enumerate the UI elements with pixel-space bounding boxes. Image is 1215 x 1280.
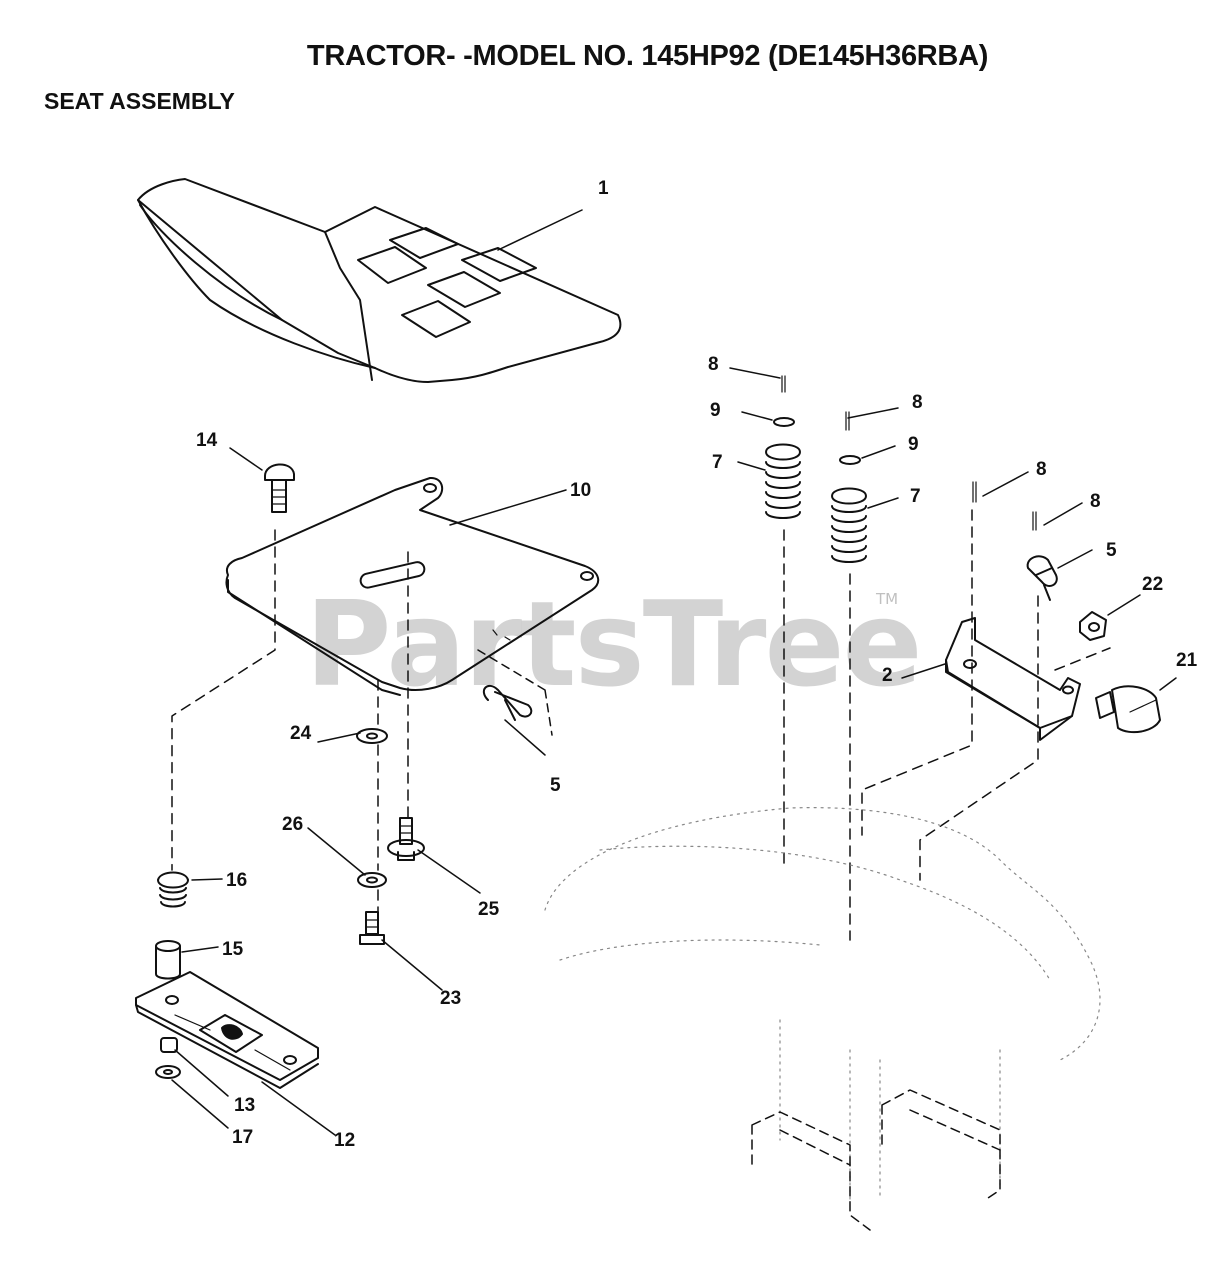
callout-7-a: 7 (712, 452, 723, 473)
clip-part-left (477, 649, 553, 756)
pin-part-8 (972, 471, 1083, 531)
callout-5-right: 5 (1106, 540, 1117, 561)
callout-12: 12 (334, 1130, 355, 1151)
spring-part-16 (157, 871, 223, 908)
callout-16: 16 (226, 870, 247, 891)
callout-23: 23 (440, 988, 461, 1009)
frame-stand (751, 1089, 1001, 1231)
seat-part (137, 178, 622, 383)
washer-part-26 (307, 827, 387, 888)
callout-13: 13 (234, 1095, 255, 1116)
callout-10: 10 (570, 480, 591, 501)
spacer-part-15 (155, 940, 219, 980)
callout-5-left: 5 (550, 775, 561, 796)
section-title: SEAT ASSEMBLY (44, 88, 235, 114)
callout-22: 22 (1142, 574, 1163, 595)
washer-part-24 (317, 728, 388, 744)
callout-24: 24 (290, 723, 312, 744)
mount-bracket-part (135, 971, 336, 1136)
callout-8-b: 8 (912, 392, 923, 413)
callout-8-c: 8 (1036, 459, 1047, 480)
bolt-part-25 (387, 817, 481, 894)
callout-8-a: 8 (708, 354, 719, 375)
watermark-trademark: TM (876, 590, 899, 608)
nut-washer-part (155, 1037, 229, 1129)
alignment-lines (171, 509, 1111, 941)
callout-21: 21 (1176, 650, 1198, 671)
nut-part-22 (1079, 594, 1141, 641)
callout-15: 15 (222, 939, 244, 960)
seat-pan-part (225, 476, 600, 696)
callout-8-d: 8 (1090, 491, 1101, 512)
bolt-part-23 (359, 911, 443, 991)
callout-7-b: 7 (910, 486, 921, 507)
callout-25: 25 (478, 899, 500, 920)
tractor-body-outline (544, 807, 1101, 1201)
callout-9-a: 9 (710, 400, 721, 421)
callout-14: 14 (196, 430, 218, 451)
knob-part-21 (1095, 677, 1177, 734)
callout-2: 2 (882, 665, 893, 686)
carriage-bolt-part (229, 447, 295, 513)
callout-9-b: 9 (908, 434, 919, 455)
spring-part-7b (831, 407, 899, 563)
clip-part-right (1026, 549, 1093, 601)
callout-1: 1 (598, 178, 609, 199)
diagram-title: TRACTOR- -MODEL NO. 145HP92 (DE145H36RBA… (306, 40, 989, 72)
callout-labels: 1 14 10 5 24 26 25 23 16 15 13 17 12 8 9… (196, 178, 1198, 1151)
spring-part-7a (729, 367, 801, 519)
callout-26: 26 (282, 814, 303, 835)
mount-bracket-part-2 (901, 617, 1081, 741)
callout-17: 17 (232, 1127, 253, 1148)
